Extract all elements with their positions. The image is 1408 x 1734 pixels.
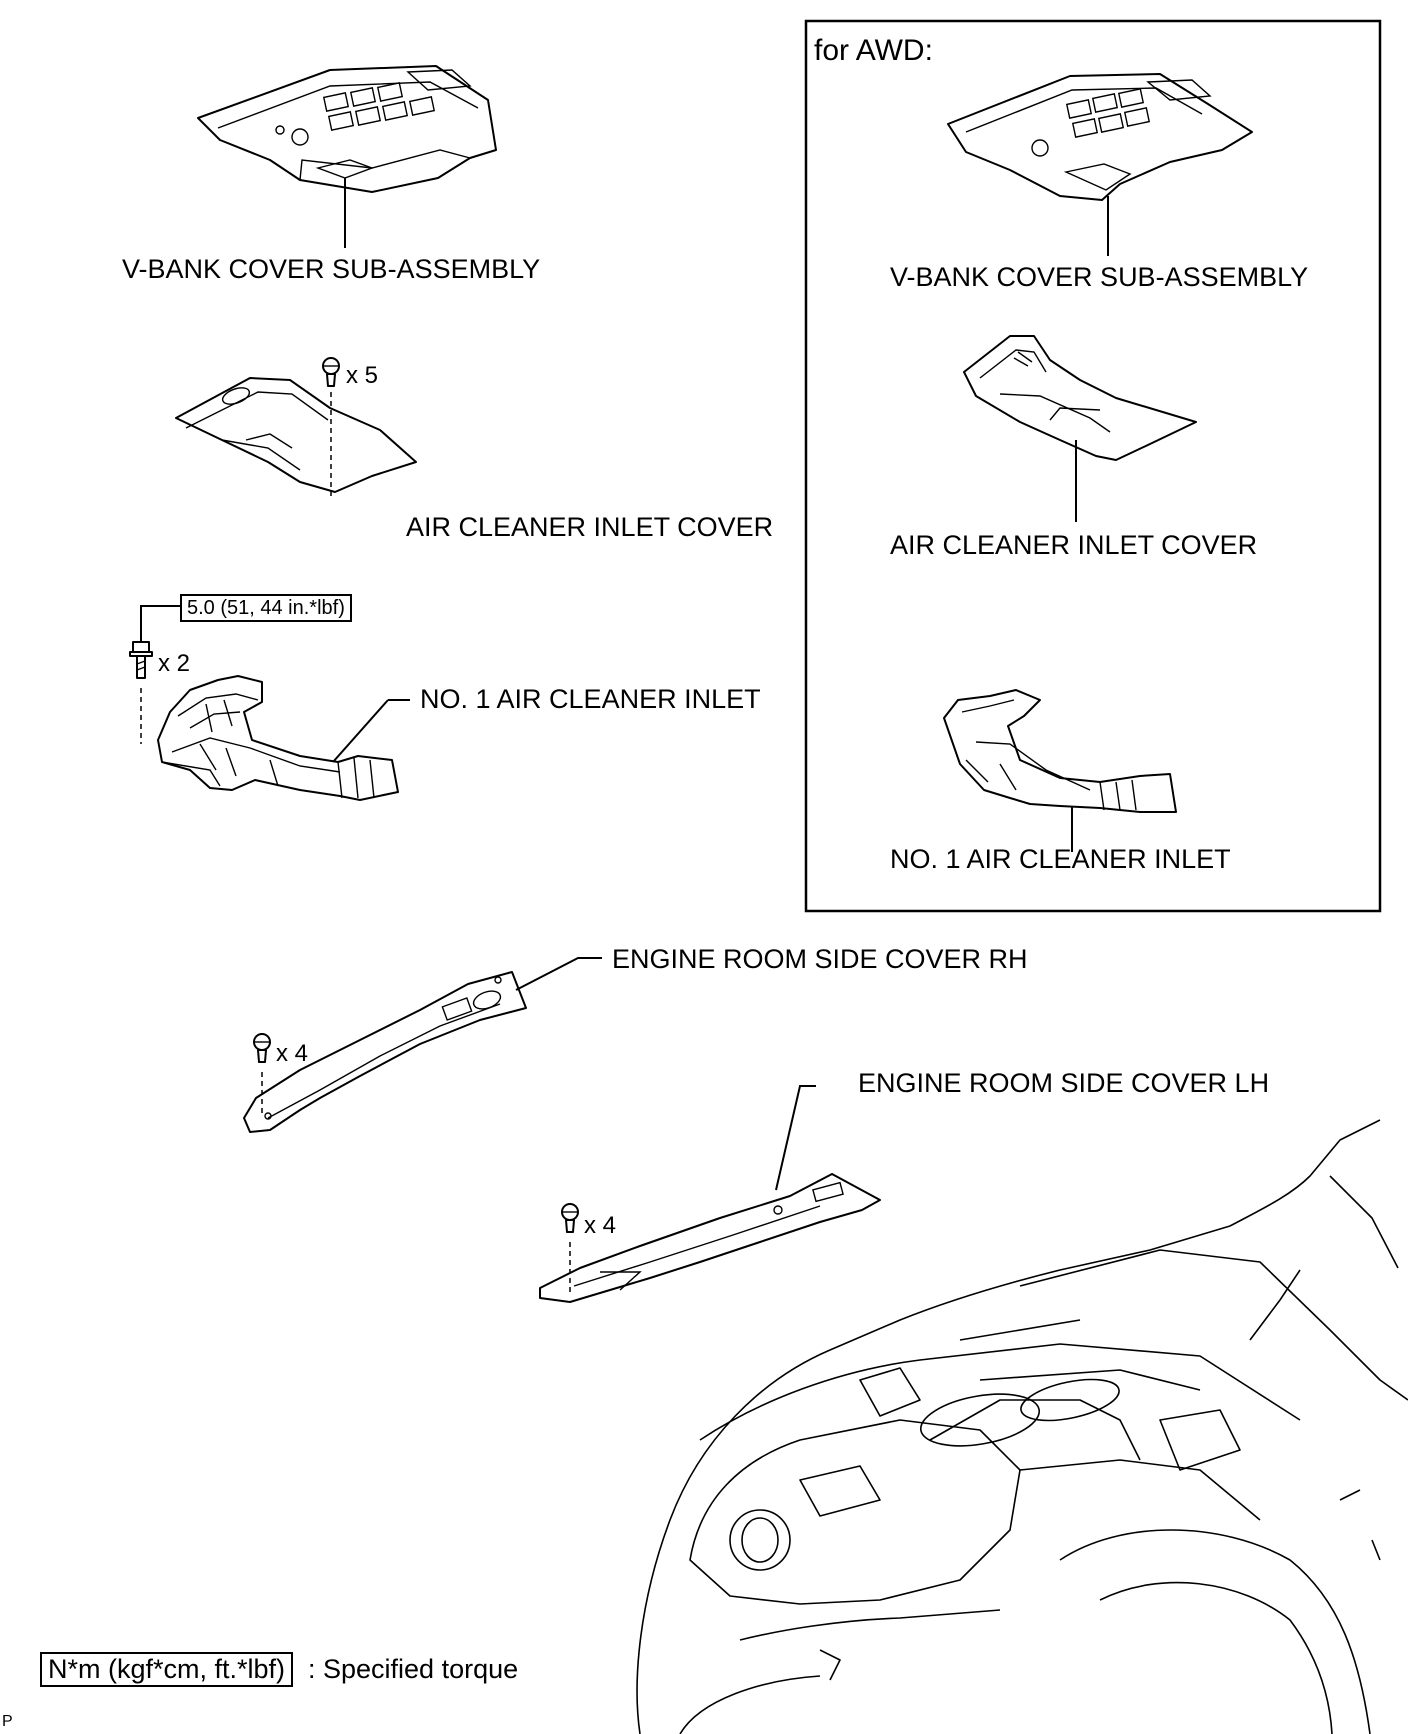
vehicle-front-drawing <box>636 1119 1408 1734</box>
awd-vbank-cover-drawing <box>947 73 1253 256</box>
awd-inlet-duct-drawing <box>943 689 1177 852</box>
torque-legend-text: : Specified torque <box>308 1654 519 1684</box>
label-awd-vbank-cover: V-BANK COVER SUB-ASSEMBLY <box>890 262 1309 292</box>
vbank-cover-drawing <box>197 65 497 248</box>
label-engine-room-side-cover-rh: ENGINE ROOM SIDE COVER RH <box>612 944 1028 974</box>
corner-mark: P <box>2 1713 13 1730</box>
awd-inlet-cover-drawing <box>963 335 1197 522</box>
fastener-count-inlet-cover: x 5 <box>346 362 379 389</box>
clip-icon <box>253 1033 271 1063</box>
label-no1-air-cleaner-inlet: NO. 1 AIR CLEANER INLET <box>420 684 761 714</box>
fastener-count-lh: x 4 <box>584 1212 617 1239</box>
label-engine-room-side-cover-lh: ENGINE ROOM SIDE COVER LH <box>858 1068 1270 1098</box>
side-cover-rh-drawing <box>243 957 602 1133</box>
label-awd-no1-air-cleaner-inlet: NO. 1 AIR CLEANER INLET <box>890 844 1231 874</box>
torque-spec-box: 5.0 (51, 44 in.*lbf) <box>180 594 352 622</box>
bolt-icon <box>129 641 153 679</box>
fastener-count-inlet: x 2 <box>158 650 191 677</box>
label-vbank-cover: V-BANK COVER SUB-ASSEMBLY <box>122 254 541 284</box>
awd-frame <box>804 19 1382 913</box>
clip-icon <box>322 357 340 387</box>
label-air-cleaner-inlet-cover: AIR CLEANER INLET COVER <box>406 512 774 542</box>
fastener-count-rh: x 4 <box>276 1040 309 1067</box>
awd-box-title: for AWD: <box>814 34 933 67</box>
clip-icon <box>561 1203 579 1233</box>
torque-legend-unit-box: N*m (kgf*cm, ft.*lbf) <box>40 1652 294 1687</box>
side-cover-lh-drawing <box>539 1085 881 1303</box>
inlet-duct-drawing <box>140 675 410 801</box>
label-awd-air-cleaner-inlet-cover: AIR CLEANER INLET COVER <box>890 530 1258 560</box>
inlet-cover-drawing <box>175 377 417 496</box>
